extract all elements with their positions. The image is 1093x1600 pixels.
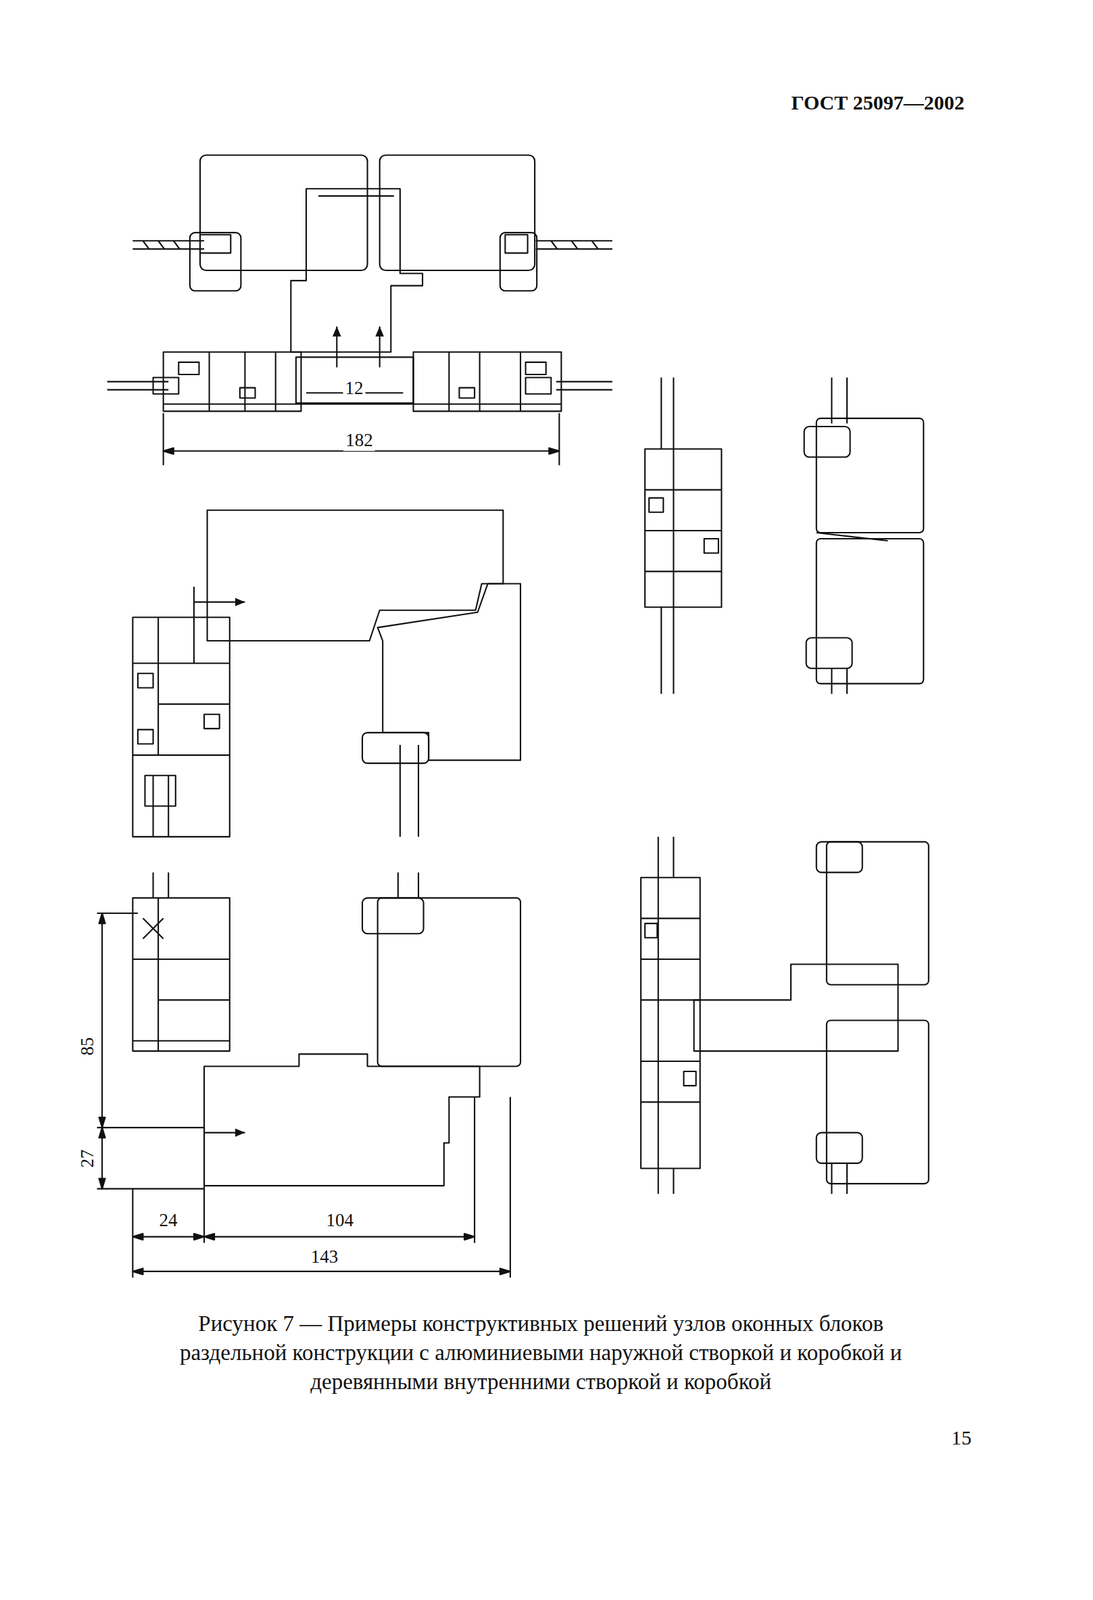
dimension-label: 143 [308,1247,341,1268]
dimension-label: 104 [324,1210,357,1231]
dimension-label: 85 [77,1034,99,1058]
dimension-label: 24 [157,1210,180,1231]
figure-caption: Рисунок 7 — Примеры конструктивных решен… [152,1309,929,1397]
page-number: 15 [949,1425,974,1448]
page-header: ГОСТ 25097—2002 [789,90,967,113]
dimension-label: 27 [77,1147,99,1170]
dimension-label: 182 [343,430,376,451]
dimension-label: 12 [342,378,366,399]
